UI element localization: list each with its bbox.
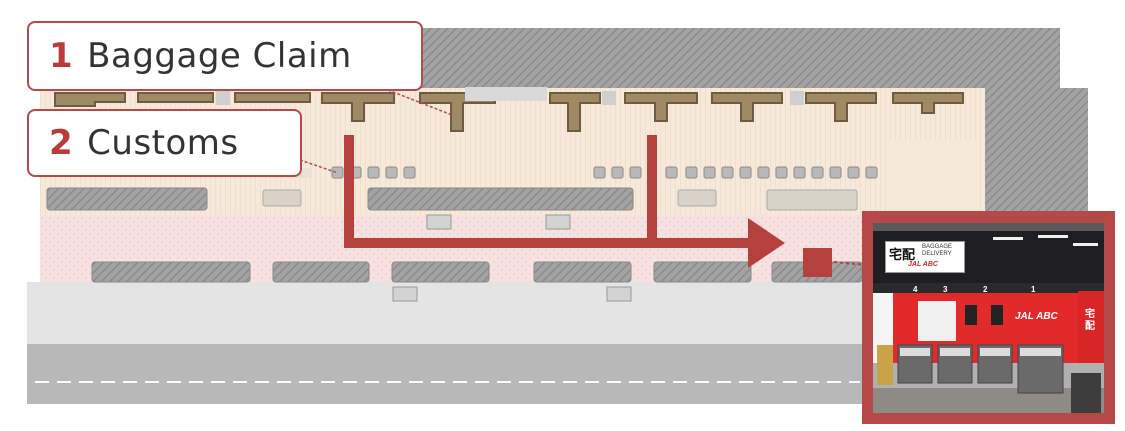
route-path xyxy=(344,135,755,248)
exit-stairs xyxy=(392,286,632,302)
sign-english-line1: BAGGAGE xyxy=(922,244,953,250)
baggage-claim-leader xyxy=(387,89,453,116)
counter-number-4: 4 xyxy=(913,285,918,294)
carousel xyxy=(549,92,601,132)
concourse-counters xyxy=(91,261,863,283)
hall-stairs xyxy=(426,214,571,230)
carousel xyxy=(711,92,783,122)
destination-leader xyxy=(833,261,867,266)
carousel xyxy=(234,92,311,103)
photo-scene: 宅配 BAGGAGE DELIVERY JAL ABC JAL ABC 1 2 … xyxy=(873,223,1104,413)
hall-skylight xyxy=(465,87,547,101)
sign-kanji: 宅配 xyxy=(889,247,916,262)
roadway xyxy=(27,344,872,404)
carousel xyxy=(805,92,877,122)
curbside-area xyxy=(27,282,872,344)
baggage-claim-callout: 1 Baggage Claim xyxy=(27,21,423,91)
callout-number: 2 xyxy=(49,123,74,163)
baggage-delivery-photo: 宅配 BAGGAGE DELIVERY JAL ABC JAL ABC 1 2 … xyxy=(862,211,1115,424)
sign-english-line2: DELIVERY xyxy=(922,251,952,257)
sign-brand: JAL ABC xyxy=(908,261,938,268)
customs-leader xyxy=(299,159,339,174)
carousel xyxy=(54,92,126,107)
counter-brand: JAL ABC xyxy=(1015,311,1058,322)
customs-callout: 2 Customs xyxy=(27,109,302,177)
carousel xyxy=(892,92,964,114)
side-kanji-sign: 宅配 xyxy=(1085,309,1095,332)
counter-number-2: 2 xyxy=(983,285,988,294)
callout-number: 1 xyxy=(49,36,74,76)
carousel xyxy=(137,92,214,103)
hall-notch xyxy=(890,140,980,215)
customs-booths xyxy=(331,166,878,179)
hall-escalators xyxy=(216,91,804,105)
callout-label: Baggage Claim xyxy=(87,36,352,76)
route-arrowhead xyxy=(748,218,785,268)
carousel xyxy=(624,92,698,122)
baggage-carousels xyxy=(54,92,964,132)
hall-counters xyxy=(46,187,634,211)
counter-illustration xyxy=(873,223,1104,413)
destination-marker xyxy=(803,248,832,277)
counter-number-1: 1 xyxy=(1031,285,1036,294)
counter-number-3: 3 xyxy=(943,285,948,294)
callout-label: Customs xyxy=(87,123,239,163)
carousel xyxy=(321,92,395,122)
baggage-delivery-sign: 宅配 BAGGAGE DELIVERY JAL ABC xyxy=(885,241,965,273)
